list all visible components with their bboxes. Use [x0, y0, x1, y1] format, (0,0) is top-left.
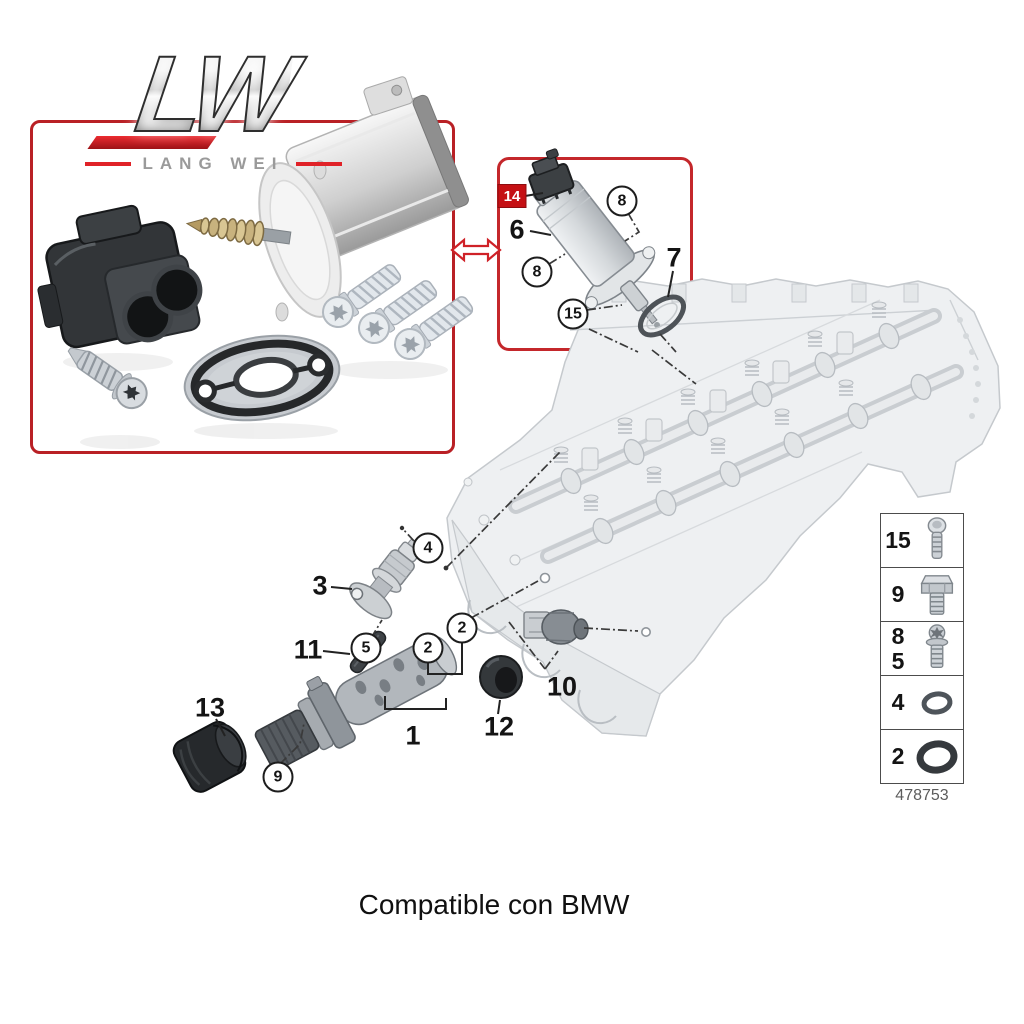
- label-10: 10: [546, 671, 578, 702]
- label-3: 3: [312, 570, 328, 601]
- part-3-camshaft-sensor: [349, 539, 421, 620]
- label-1: 1: [405, 720, 421, 751]
- caption-text: Compatible con BMW: [358, 889, 630, 920]
- photo-oval-gasket: [183, 334, 341, 422]
- o-ring-small-icon: [913, 681, 961, 725]
- photo-electrical-connector: [37, 204, 203, 349]
- logo-text: LW: [129, 32, 298, 155]
- circle-label-9: 9: [262, 761, 294, 793]
- circle-label-15: 15: [557, 298, 589, 330]
- leader-dots: [399, 525, 449, 571]
- photo-parts: [37, 76, 474, 449]
- circle-label-2-right: 2: [446, 612, 478, 644]
- brand-logo: LW LANG WEI: [48, 32, 378, 174]
- part-12-plug: [479, 655, 523, 699]
- parts-legend-table: 15 9: [880, 513, 964, 784]
- label-6: 6: [509, 214, 525, 245]
- legend-num: 2: [891, 743, 905, 770]
- photo-shadows: [63, 353, 448, 449]
- logo-subtitle: LANG WEI: [48, 154, 378, 174]
- legend-row-4: 4: [881, 676, 963, 730]
- photo-actuator-motor: [185, 76, 469, 322]
- photo-torx-screws: [322, 264, 474, 360]
- label-12: 12: [483, 711, 515, 742]
- solid-leader-lines: [215, 192, 674, 737]
- label-11: 11: [293, 634, 323, 665]
- part-10-sensor: [523, 609, 589, 645]
- o-ring-large-icon: [913, 733, 961, 781]
- part-13-connector-cap: [172, 720, 247, 793]
- legend-num: 5: [891, 647, 905, 674]
- detail-ring-7: [637, 294, 687, 338]
- torx-bolt-icon: [913, 623, 961, 674]
- logo-subtitle-text: LANG WEI: [142, 154, 284, 173]
- head-hole-2: [539, 572, 551, 584]
- logo-left-dash: [84, 162, 131, 166]
- worm-gear: [185, 217, 292, 247]
- hex-bolt-icon: [913, 570, 961, 620]
- pan-head-screw-icon: [913, 516, 961, 566]
- legend-num: 4: [891, 689, 905, 716]
- circle-label-8-left: 8: [521, 256, 553, 288]
- diagram-part-number: 478753: [895, 787, 949, 804]
- circle-label-2-left: 2: [412, 632, 444, 664]
- circle-label-5: 5: [350, 632, 382, 664]
- circle-label-8-top: 8: [606, 185, 638, 217]
- legend-num: 9: [891, 581, 905, 608]
- legend-row-8-5: 8 5: [881, 622, 963, 676]
- legend-num: 8: [891, 623, 905, 650]
- logo-right-dash: [295, 162, 342, 166]
- swap-arrow-icon: [449, 236, 503, 269]
- detail-connector-14: [528, 148, 575, 205]
- label-14-badge: 14: [497, 184, 527, 208]
- legend-num: 15: [885, 527, 911, 554]
- label-7: 7: [666, 242, 682, 273]
- legend-row-15: 15: [881, 514, 963, 568]
- legend-row-9: 9: [881, 568, 963, 622]
- legend-row-2: 2: [881, 730, 963, 783]
- head-hole-10: [640, 626, 651, 637]
- circle-label-4: 4: [412, 532, 444, 564]
- detail-actuator-art: [528, 148, 687, 338]
- photo-mounting-screw: [67, 347, 148, 410]
- label-13: 13: [194, 692, 226, 723]
